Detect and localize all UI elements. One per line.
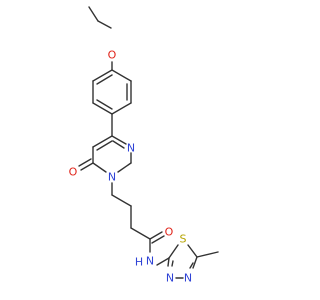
- atom-s-thiadiazole: S: [180, 233, 187, 246]
- bond: [92, 135, 113, 148]
- bond: [96, 140, 113, 151]
- bond: [189, 262, 194, 269]
- bond: [78, 158, 92, 167]
- atom-n-ring-b: N: [108, 171, 116, 184]
- bond: [192, 256, 198, 269]
- atom-n-ring-a: N: [127, 142, 135, 155]
- bond: [168, 244, 179, 259]
- bond: [111, 69, 132, 82]
- bond: [92, 69, 113, 82]
- bond: [88, 6, 99, 22]
- bond: [92, 102, 113, 115]
- molecule-diagram: O N N O O N H S N N: [69, 6, 219, 285]
- bond: [156, 257, 170, 266]
- bond: [92, 162, 107, 173]
- bond: [151, 235, 165, 244]
- bond: [80, 162, 94, 171]
- bond: [187, 244, 198, 258]
- bond: [111, 102, 132, 115]
- atom-o-amide: O: [165, 226, 174, 239]
- atom-n-thiadiazole-a: N: [184, 272, 192, 285]
- bond: [96, 74, 113, 85]
- bond: [149, 231, 163, 240]
- atom-h-amide: H: [135, 256, 143, 269]
- bond: [171, 260, 174, 267]
- atom-n-amide: N: [146, 255, 154, 268]
- bond: [117, 162, 132, 173]
- bond: [96, 99, 113, 110]
- atom-n-thiadiazole-b: N: [166, 272, 174, 285]
- bond: [196, 251, 219, 258]
- structure-drawing: O N N O O N H S N N: [69, 6, 219, 285]
- bond: [111, 135, 127, 145]
- atom-o-ring-carbonyl: O: [69, 166, 78, 179]
- atom-o-ether: O: [108, 49, 117, 62]
- bond: [112, 140, 125, 149]
- bond: [97, 20, 112, 29]
- bond: [111, 194, 132, 207]
- bond: [167, 257, 170, 267]
- bond: [130, 227, 151, 240]
